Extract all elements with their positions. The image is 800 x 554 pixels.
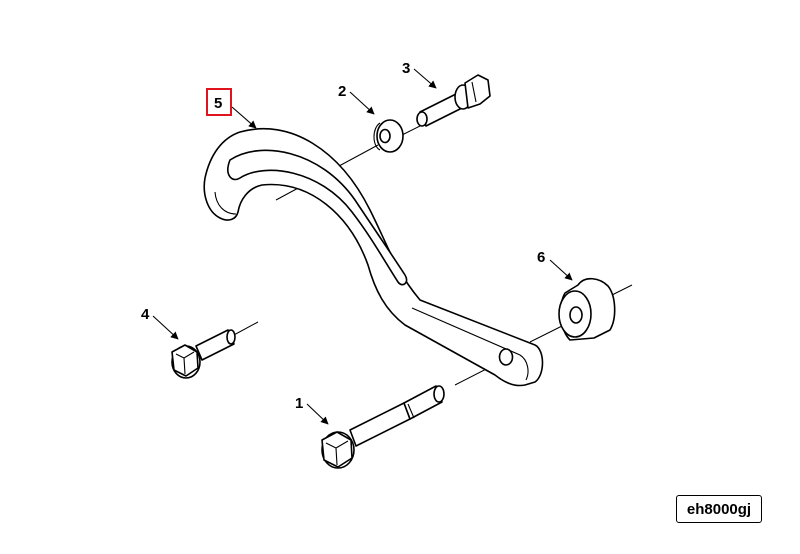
svg-text:2: 2 — [338, 83, 346, 100]
callout-4: 4 — [141, 306, 179, 340]
callout-2: 2 — [338, 83, 375, 115]
reference-code-label: eh8000gj — [676, 495, 762, 523]
callout-5-highlight-box — [206, 88, 232, 116]
part-2-washer — [373, 119, 404, 153]
part-5-bracket — [203, 127, 544, 387]
callout-3: 3 — [402, 60, 437, 89]
part-3-bolt — [416, 74, 491, 127]
callout-6: 6 — [537, 249, 573, 281]
svg-text:5: 5 — [214, 95, 222, 112]
part-4-bolt — [171, 329, 236, 379]
part-1-bolt — [321, 385, 445, 469]
svg-text:3: 3 — [402, 60, 410, 77]
part-6-spacer — [558, 277, 616, 341]
svg-text:4: 4 — [141, 306, 150, 323]
svg-text:6: 6 — [537, 249, 545, 266]
callout-5: 5 — [214, 95, 257, 129]
callout-1: 1 — [295, 395, 329, 425]
svg-text:1: 1 — [295, 395, 303, 412]
